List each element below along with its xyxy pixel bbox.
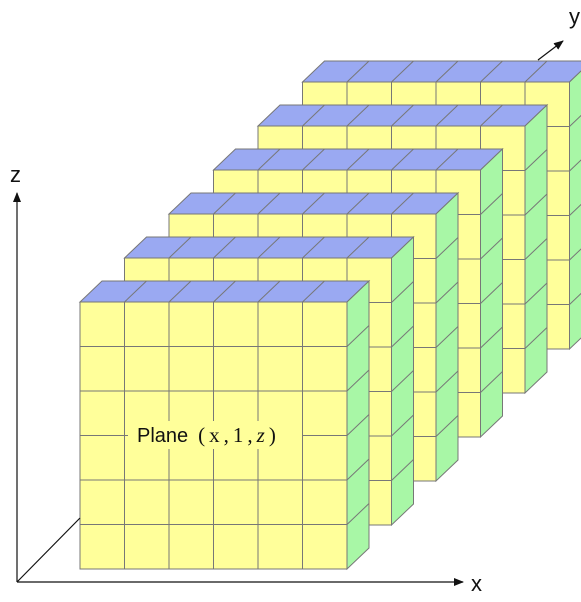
top-grid-line xyxy=(302,104,325,127)
top-grid-line xyxy=(302,192,325,215)
side-grid-line xyxy=(391,325,414,348)
side-grid-line xyxy=(480,237,503,260)
plane-label-z: z xyxy=(256,423,265,447)
side-grid-line xyxy=(435,281,459,304)
plane-label-background xyxy=(128,421,302,449)
top-grid-line xyxy=(346,236,370,259)
y-axis-label: y xyxy=(569,4,580,29)
y-axis-back xyxy=(16,517,81,583)
top-grid-line xyxy=(346,192,370,215)
top-grid-line xyxy=(391,148,414,171)
top-grid-line xyxy=(524,60,548,83)
side-grid-line xyxy=(480,193,503,215)
top-grid-line xyxy=(391,104,414,127)
side-grid-line xyxy=(346,503,370,525)
side-grid-line xyxy=(346,369,370,392)
top-grid-line xyxy=(391,60,414,83)
side-grid-line xyxy=(435,415,459,437)
top-grid-line xyxy=(391,192,414,215)
z-axis-label: z xyxy=(10,162,21,187)
top-grid-line xyxy=(257,192,281,215)
top-grid-line xyxy=(435,148,459,171)
side-grid-line xyxy=(346,414,370,436)
side-grid-line xyxy=(435,326,459,348)
plane-side-face xyxy=(569,70,581,351)
top-grid-line xyxy=(346,148,370,171)
top-grid-line xyxy=(480,104,503,127)
top-grid-line xyxy=(124,280,147,303)
side-grid-line xyxy=(524,193,548,216)
plane-label-open-paren: ( xyxy=(198,423,205,447)
side-grid-line xyxy=(346,325,370,347)
side-grid-line xyxy=(524,238,548,260)
side-grid-line xyxy=(524,282,548,305)
top-grid-line xyxy=(302,148,325,171)
plane-label-comma-2: , xyxy=(247,423,252,447)
side-grid-line xyxy=(391,281,414,303)
plane-label: Plane ( x , 1 , z ) xyxy=(137,423,276,447)
side-grid-line xyxy=(391,414,414,437)
side-grid-line xyxy=(435,370,459,393)
x-axis-label: x xyxy=(471,571,482,596)
top-grid-line xyxy=(346,104,370,127)
top-grid-line xyxy=(213,192,236,215)
planes-group xyxy=(78,60,581,571)
top-grid-line xyxy=(168,280,192,303)
plane-label-comma-1: , xyxy=(224,423,229,447)
plane-label-word: Plane xyxy=(137,425,188,447)
y-axis xyxy=(537,40,564,61)
plane-top-face xyxy=(301,60,581,83)
top-grid-line xyxy=(257,280,281,303)
side-grid-line xyxy=(480,282,503,304)
plane-label-x: x xyxy=(209,423,220,447)
side-grid-line xyxy=(480,371,503,393)
top-grid-line xyxy=(168,236,192,259)
top-grid-line xyxy=(346,60,370,83)
top-grid-line xyxy=(257,148,281,171)
side-grid-line xyxy=(435,237,459,259)
side-grid-line xyxy=(346,458,370,481)
top-grid-line xyxy=(480,60,503,83)
plane-label-close-paren: ) xyxy=(269,423,276,447)
side-grid-line xyxy=(391,459,414,481)
side-grid-line xyxy=(524,149,548,171)
top-grid-line xyxy=(302,280,325,303)
side-grid-line xyxy=(480,326,503,349)
top-grid-line xyxy=(302,236,325,259)
side-grid-line xyxy=(524,327,548,349)
plane-label-index: 1 xyxy=(233,423,244,447)
top-grid-line xyxy=(435,60,459,83)
side-grid-line xyxy=(391,370,414,392)
top-grid-line xyxy=(257,236,281,259)
top-grid-line xyxy=(213,280,236,303)
top-grid-line xyxy=(213,236,236,259)
top-grid-line xyxy=(435,104,459,127)
